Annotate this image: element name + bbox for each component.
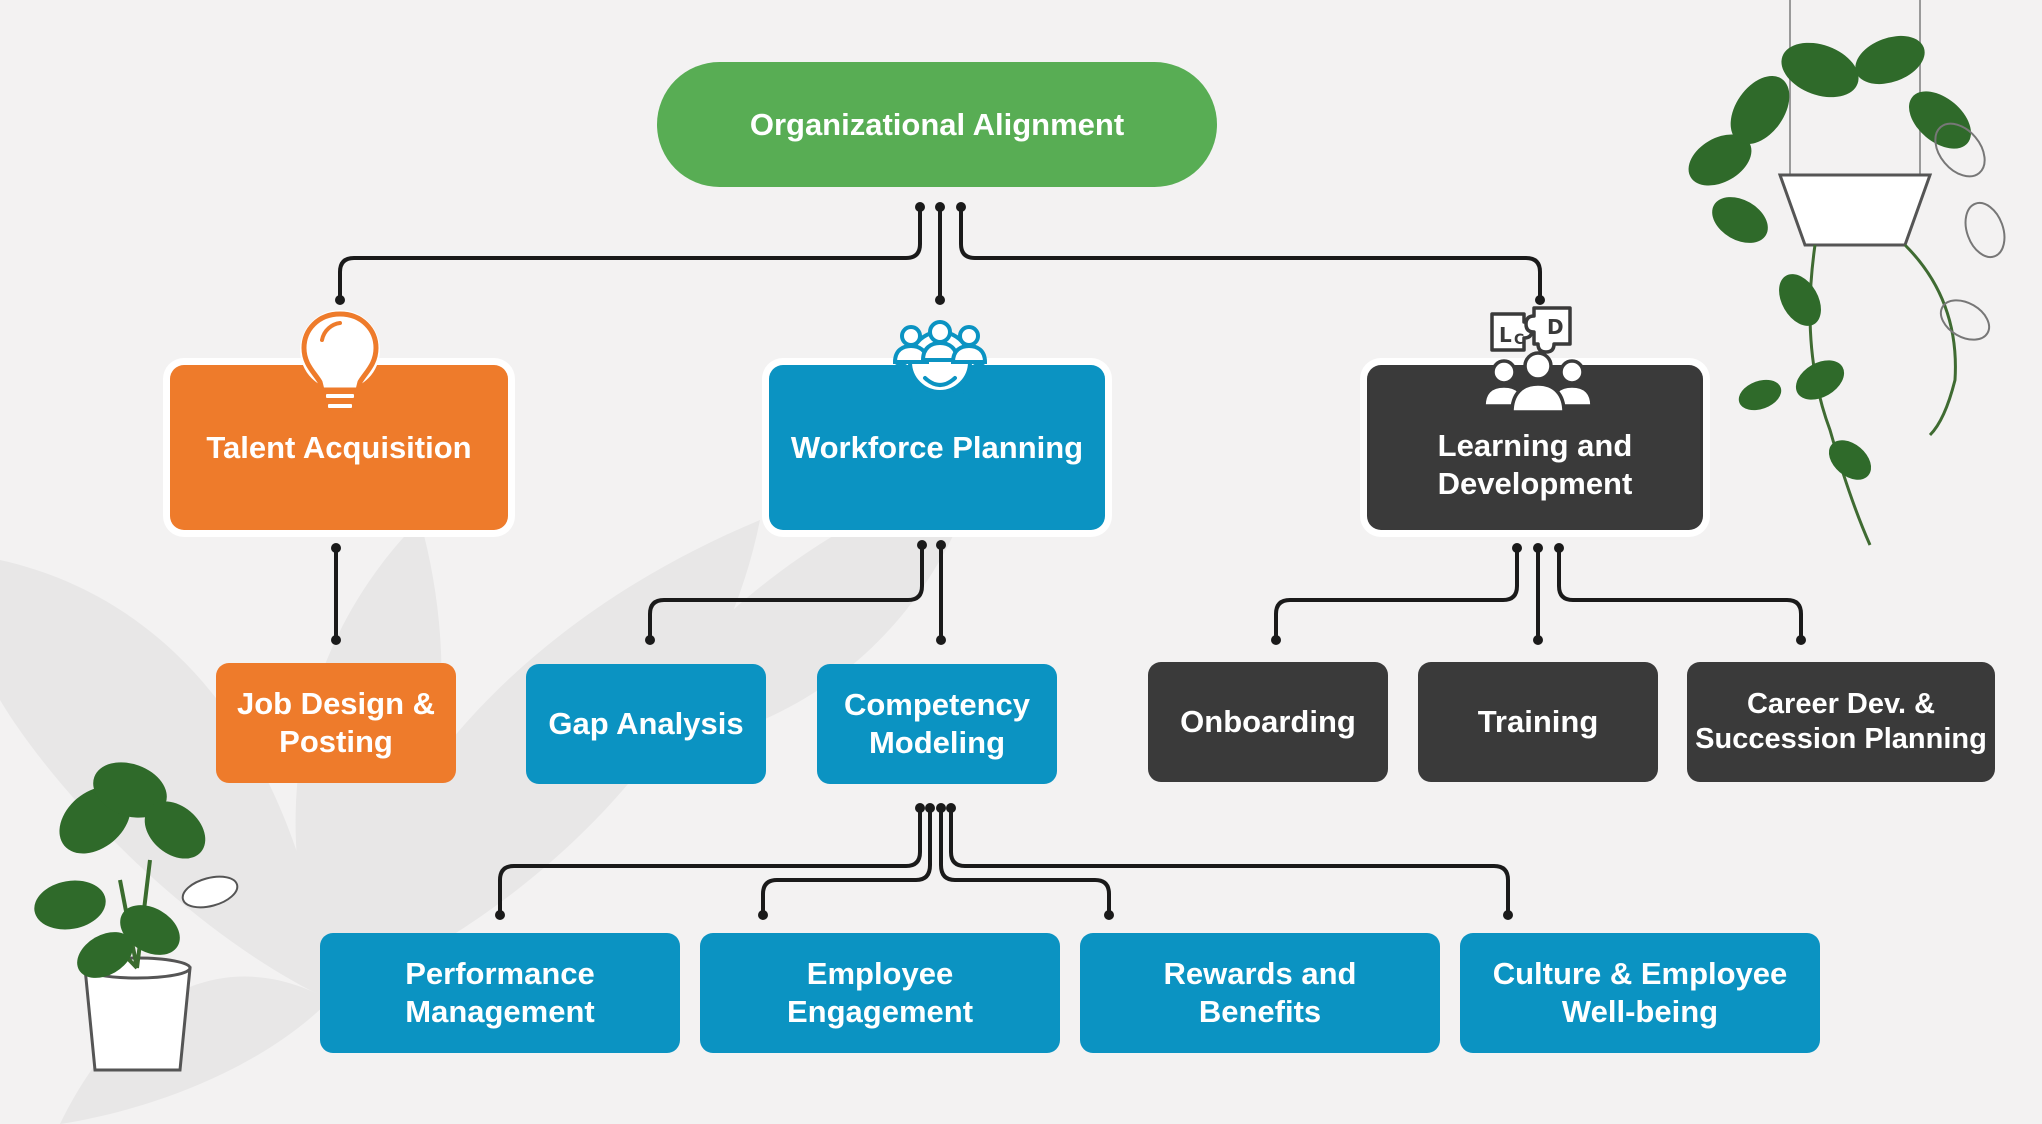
workforce-planning-label: Workforce Planning bbox=[790, 429, 1084, 465]
root-label: Organizational Alignment bbox=[749, 106, 1125, 142]
node-career-dev-succession: Career Dev. & Succession Planning bbox=[1687, 662, 1995, 782]
node-employee-engagement: Employee Engagement bbox=[700, 933, 1060, 1053]
node-onboarding: Onboarding bbox=[1148, 662, 1388, 782]
job-design-posting-label: Job Design & Posting bbox=[236, 686, 436, 759]
icon-letter-l: L bbox=[1499, 323, 1512, 347]
gap-analysis-label: Gap Analysis bbox=[548, 706, 744, 742]
team-gear-icon bbox=[892, 320, 988, 412]
lightbulb-icon bbox=[300, 310, 380, 415]
training-label: Training bbox=[1477, 704, 1599, 740]
node-competency-modeling: Competency Modeling bbox=[817, 664, 1057, 784]
node-rewards-benefits: Rewards and Benefits bbox=[1080, 933, 1440, 1053]
onboarding-label: Onboarding bbox=[1180, 704, 1356, 740]
hanging-plant-image bbox=[1688, 0, 2006, 546]
performance-management-label: Performance Management bbox=[405, 956, 595, 1029]
learning-development-label: Learning and Development bbox=[1437, 427, 1633, 501]
icon-letter-amp: C bbox=[1514, 332, 1524, 348]
rewards-benefits-label: Rewards and Benefits bbox=[1163, 956, 1357, 1029]
node-gap-analysis: Gap Analysis bbox=[526, 664, 766, 784]
talent-acquisition-label: Talent Acquisition bbox=[206, 429, 472, 465]
competency-modeling-label: Competency Modeling bbox=[843, 687, 1031, 760]
potted-plant-image bbox=[34, 762, 239, 1072]
node-learning-and-development: Learning and Development bbox=[1367, 365, 1703, 530]
employee-engagement-label: Employee Engagement bbox=[786, 956, 974, 1029]
node-culture-wellbeing: Culture & Employee Well-being bbox=[1460, 933, 1820, 1053]
node-job-design-posting: Job Design & Posting bbox=[216, 663, 456, 783]
career-dev-succession-label: Career Dev. & Succession Planning bbox=[1695, 687, 1987, 755]
learning-team-puzzle-icon: L C D bbox=[1482, 306, 1594, 414]
node-training: Training bbox=[1418, 662, 1658, 782]
root-node-organizational-alignment: Organizational Alignment bbox=[657, 62, 1217, 187]
icon-letter-d: D bbox=[1547, 315, 1564, 339]
culture-wellbeing-label: Culture & Employee Well-being bbox=[1492, 956, 1788, 1029]
node-performance-management: Performance Management bbox=[320, 933, 680, 1053]
